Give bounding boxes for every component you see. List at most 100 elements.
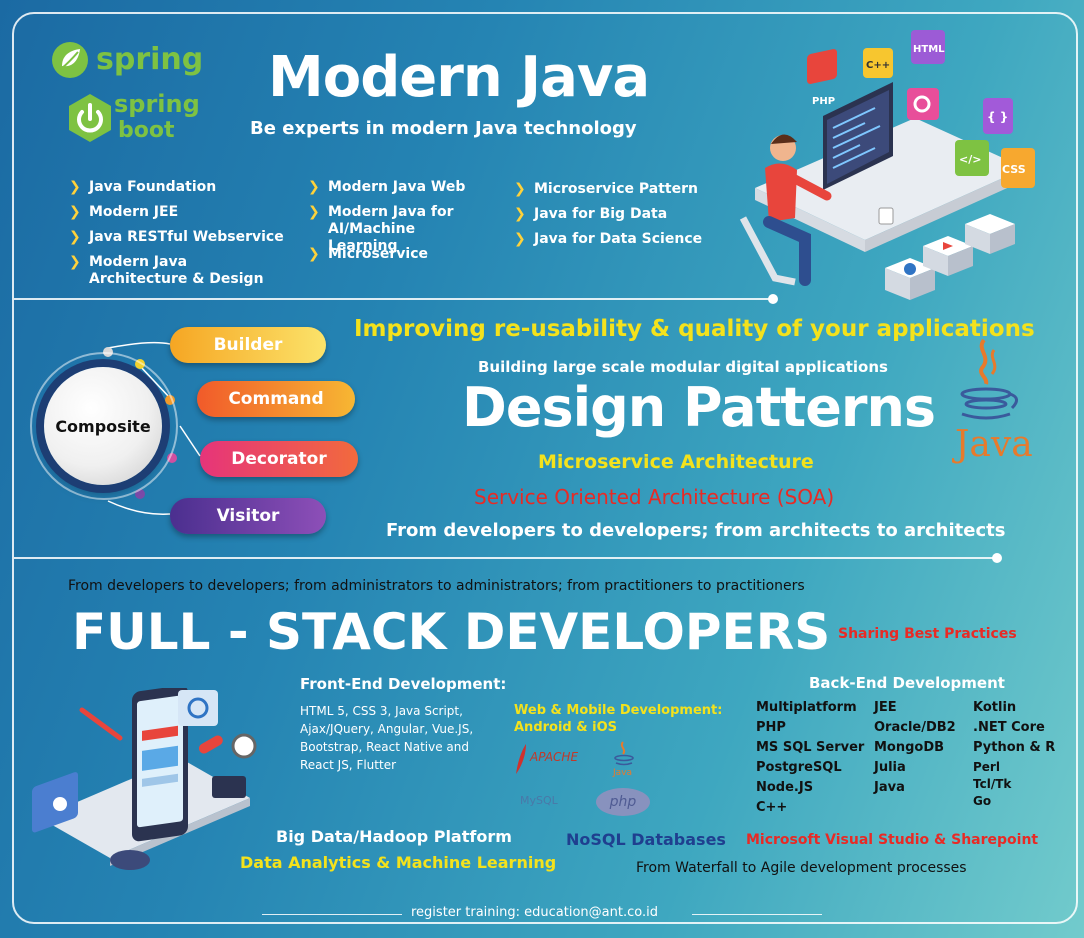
apache-feather-icon [516, 744, 526, 774]
web-mobile-title: Web & Mobile Development: Android & iOS [514, 702, 722, 736]
big-data-line: Big Data/Hadoop Platform [276, 827, 512, 846]
divider-2-dot [992, 553, 1002, 563]
backend-item: Go [973, 794, 992, 808]
frontend-line: Ajax/JQuery, Angular, Vue.JS, [300, 722, 474, 736]
list-item: ❯Modern JEE [69, 204, 179, 220]
power-icon [69, 94, 111, 142]
backend-item: Perl [973, 760, 1000, 774]
mobile-dev-illustration [32, 688, 257, 870]
backend-item: Julia [874, 760, 906, 775]
list-item: ❯Modern Java for AI/Machine Learning [308, 204, 454, 254]
composite-label: Composite [55, 416, 151, 436]
pattern-pill-command: Command [197, 381, 355, 417]
composite-circle: Composite [44, 367, 162, 485]
developer-illustration: PHP C++ HTML { } </> CSS [739, 30, 1035, 300]
list-item: ❯Java for Data Science [514, 231, 703, 247]
backend-item: Node.JS [756, 780, 814, 795]
backend-item: Kotlin [973, 700, 1017, 715]
waterfall-line: From Waterfall to Agile development proc… [636, 860, 967, 876]
backend-item: PostgreSQL [756, 760, 842, 775]
frontend-list: HTML 5, CSS 3, Java Script, Ajax/JQuery,… [300, 702, 510, 774]
chevron-right-icon: ❯ [69, 229, 81, 245]
spring-logo-text: spring [96, 42, 204, 77]
backend-col-3-small: Perl Tcl/Tk Go [973, 759, 1011, 810]
backend-col-3: Kotlin .NET Core Python & R [973, 698, 1055, 758]
backend-item: MongoDB [874, 740, 945, 755]
backend-col-1: Multiplatform PHP MS SQL Server PostgreS… [756, 698, 864, 818]
chevron-right-icon: ❯ [308, 204, 320, 220]
composite-ring [30, 352, 178, 500]
register-line: register training: education@ant.co.id [411, 905, 658, 920]
spring-logo: spring [50, 40, 204, 82]
tile-html: HTML [913, 44, 945, 55]
sharing-best-practices: Sharing Best Practices [838, 626, 1017, 642]
tile-php: PHP [812, 96, 835, 107]
backend-item: PHP [756, 720, 786, 735]
web-mobile-line-2: Android & iOS [514, 720, 617, 735]
dp-headline: Improving re-usability & quality of your… [354, 316, 1035, 342]
list-item: ❯Modern Java Architecture & Design [69, 254, 264, 287]
frontend-line: React JS, Flutter [300, 758, 397, 772]
list-item: ❯Java Foundation [69, 179, 217, 195]
spring-boot-text-2: boot [118, 118, 175, 143]
backend-item: Java [874, 780, 905, 795]
tile-cpp: C++ [866, 60, 890, 71]
pattern-pill-decorator: Decorator [200, 441, 358, 477]
poster-frame [12, 12, 1078, 924]
frontend-title: Front-End Development: [300, 675, 507, 693]
spring-boot-logo: spring boot [66, 90, 206, 148]
full-stack-title: FULL - STACK DEVELOPERS [72, 603, 831, 661]
backend-col-2: JEE Oracle/DB2 MongoDB Julia Java [874, 698, 956, 798]
chevron-right-icon: ❯ [514, 231, 526, 247]
analytics-line: Data Analytics & Machine Learning [240, 853, 557, 872]
design-patterns-title: Design Patterns [462, 376, 936, 439]
backend-item: Oracle/DB2 [874, 720, 956, 735]
java-cup-icon [960, 338, 1018, 420]
list-item: ❯Modern Java Web [308, 179, 466, 195]
backend-item: Multiplatform [756, 700, 857, 715]
pattern-pill-builder: Builder [170, 327, 326, 363]
divider-2 [14, 557, 994, 559]
chevron-right-icon: ❯ [514, 206, 526, 222]
backend-item: C++ [756, 800, 788, 815]
chevron-right-icon: ❯ [514, 181, 526, 197]
backend-item: MS SQL Server [756, 740, 865, 755]
chevron-right-icon: ❯ [69, 179, 81, 195]
mysql-logo-text: MySQL [520, 794, 558, 807]
chevron-right-icon: ❯ [69, 204, 81, 220]
modern-java-subtitle: Be experts in modern Java technology [250, 118, 637, 139]
backend-item: Python & R [973, 740, 1056, 755]
microservice-architecture: Microservice Architecture [538, 451, 814, 473]
java-mini-icon [614, 741, 634, 766]
msvs-line: Microsoft Visual Studio & Sharepoint [746, 832, 1039, 848]
frontend-line: HTML 5, CSS 3, Java Script, [300, 704, 463, 718]
divider-1 [14, 298, 774, 300]
list-item: ❯Microservice [308, 246, 429, 262]
backend-item: Tcl/Tk [973, 777, 1012, 791]
footer-line-left [262, 914, 402, 915]
list-item: ❯Java for Big Data [514, 206, 668, 222]
soa-line: Service Oriented Architecture (SOA) [474, 485, 835, 509]
dp-sub: Building large scale modular digital app… [478, 358, 888, 376]
fs-intro: From developers to developers; from admi… [68, 578, 805, 594]
backend-title: Back-End Development [809, 674, 1005, 692]
list-item: ❯Microservice Pattern [514, 181, 698, 197]
tile-css: CSS [1002, 163, 1026, 176]
modern-java-title: Modern Java [268, 45, 650, 110]
php-logo-text: php [609, 794, 637, 810]
spring-leaf-icon [52, 42, 88, 78]
divider-1-dot [768, 294, 778, 304]
backend-item: JEE [874, 700, 897, 715]
java-logo-text: Java [955, 424, 1033, 465]
footer-line-right [692, 914, 822, 915]
java-mini-text: Java [613, 768, 633, 778]
apache-logo-text: APACHE [530, 750, 579, 764]
web-mobile-line-1: Web & Mobile Development: [514, 703, 723, 718]
spring-boot-text-1: spring [114, 90, 200, 118]
tile-code: </> [959, 153, 981, 166]
php-logo: php [596, 788, 650, 816]
chevron-right-icon: ❯ [69, 254, 81, 270]
frontend-line: Bootstrap, React Native and [300, 740, 470, 754]
nosql-line: NoSQL Databases [566, 830, 726, 849]
